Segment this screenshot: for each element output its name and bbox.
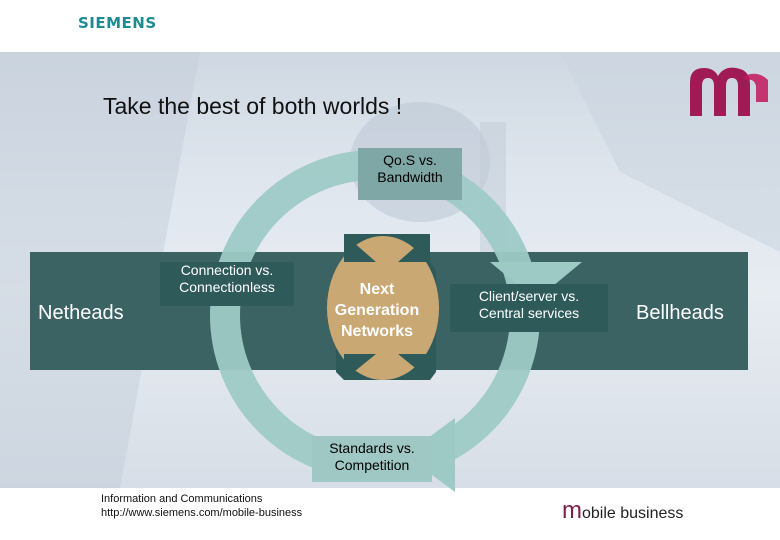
standards-line1: Standards vs.: [329, 440, 415, 456]
arrow-right-down: [490, 262, 582, 300]
connection-line1: Connection vs.: [180, 262, 274, 278]
mobile-business-m: m: [562, 497, 582, 524]
m-logo-icon: [690, 67, 768, 116]
qos-line1: Qo.S vs.: [383, 152, 437, 168]
mobile-business-text: obile business: [582, 505, 684, 522]
standards-line2: Competition: [334, 456, 410, 473]
footer-info: Information and Communications http://ww…: [101, 492, 302, 521]
footer-url: http://www.siemens.com/mobile-business: [101, 507, 303, 520]
center-line2: Generation: [334, 301, 420, 319]
standards-box: Standards vs. Competition: [312, 436, 432, 482]
client-line2: Central services: [478, 304, 580, 321]
mobile-business-logo: mobile business: [562, 497, 683, 525]
center-line1: Next: [359, 281, 395, 298]
qos-bandwidth-box: Qo.S vs. Bandwidth: [358, 148, 462, 200]
footer-line1: Information and Communications: [101, 493, 263, 505]
center-label: Next Generation Networks: [318, 242, 436, 382]
slide-title: Take the best of both worlds !: [103, 93, 403, 119]
client-line1: Client/server vs.: [478, 288, 580, 304]
connection-box: Connection vs. Connectionless: [160, 262, 294, 306]
netheads-label: Netheads: [38, 302, 124, 324]
client-server-box: Client/server vs. Central services: [450, 284, 608, 332]
bellheads-label: Bellheads: [636, 302, 724, 324]
connection-line2: Connectionless: [179, 278, 275, 295]
center-line3: Networks: [340, 322, 414, 340]
siemens-logo: SIEMENS: [78, 14, 157, 32]
qos-line2: Bandwidth: [377, 168, 443, 185]
